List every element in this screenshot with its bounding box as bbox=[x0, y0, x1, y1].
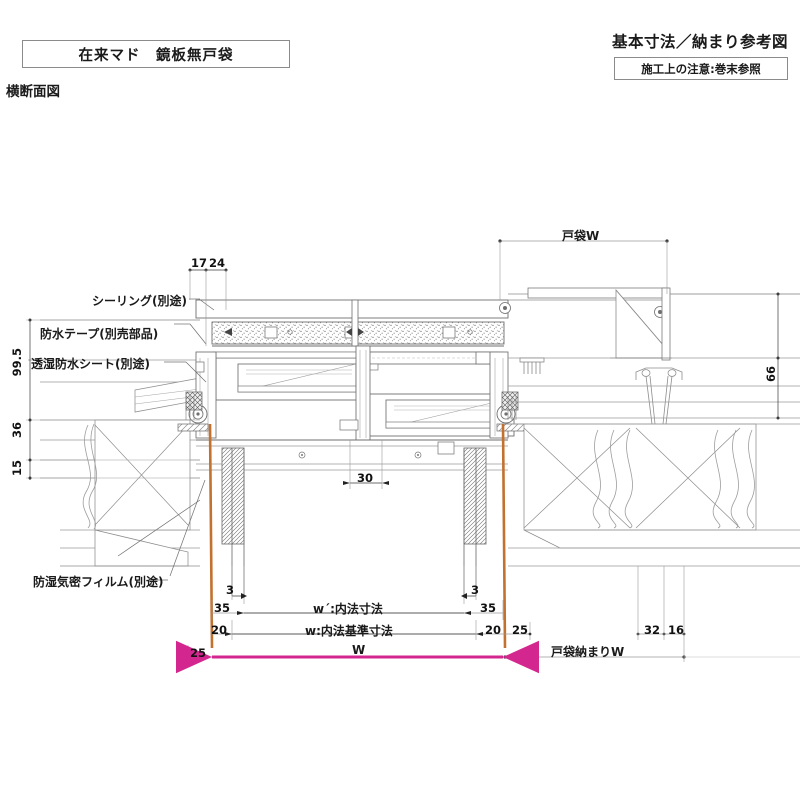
dim-35-right: 35 bbox=[480, 601, 497, 615]
view-type-label: 横断面図 bbox=[6, 84, 60, 100]
right-wall-assembly bbox=[508, 423, 800, 567]
sheet-title: 基本寸法／納まり参考図 bbox=[611, 33, 788, 51]
dimension-w-standard bbox=[212, 620, 532, 640]
construction-note-box: 施工上の注意:巻末参照 bbox=[614, 57, 788, 80]
dim-30: 30 bbox=[357, 471, 374, 485]
window-sash-lower bbox=[365, 393, 515, 437]
dim-35-left: 35 bbox=[214, 601, 231, 615]
dimension-w-prime bbox=[211, 600, 504, 620]
window-sill bbox=[196, 439, 508, 471]
annotation-vapor-sheet: 透湿防水シート(別途) bbox=[31, 357, 150, 371]
dimension-vertical-right bbox=[776, 292, 780, 420]
dimension-center-30 bbox=[342, 440, 390, 489]
dim-36: 36 bbox=[10, 422, 24, 439]
window-mullion bbox=[224, 299, 364, 347]
airtight-film-highlight bbox=[208, 423, 507, 649]
label-w-standard: w:内法基準寸法 bbox=[305, 624, 393, 638]
drawing-title-text: 在来マド 鏡板無戸袋 bbox=[78, 47, 234, 64]
shutter-case-assembly bbox=[508, 287, 800, 425]
label-tobukuro-w: 戸袋W bbox=[562, 229, 600, 243]
label-w-prime: w´:内法寸法 bbox=[313, 602, 383, 616]
label-w-overall: W bbox=[352, 643, 366, 657]
dimension-top-small bbox=[188, 268, 228, 346]
dimension-vertical-left bbox=[26, 318, 200, 480]
dim-32: 32 bbox=[644, 623, 661, 637]
dim-15: 15 bbox=[10, 460, 24, 477]
window-center-jamb bbox=[339, 345, 371, 441]
dim-16: 16 bbox=[668, 623, 685, 637]
window-sash-upper bbox=[215, 351, 365, 401]
construction-note-text: 施工上の注意:巻末参照 bbox=[641, 61, 761, 76]
dim-20-right: 20 bbox=[485, 623, 502, 637]
dimension-tobukuro-osamari-w bbox=[503, 640, 800, 662]
dim-99-5: 99.5 bbox=[10, 348, 24, 377]
interior-reveal-left bbox=[221, 447, 245, 596]
dimension-32-16 bbox=[636, 566, 686, 640]
dim-25-left: 25 bbox=[190, 646, 207, 660]
annotation-sealing: シーリング(別途) bbox=[92, 294, 187, 308]
window-sash-upper-right bbox=[365, 351, 499, 371]
dim-3-left: 3 bbox=[226, 583, 235, 597]
airtight-film-leader bbox=[117, 479, 206, 577]
dim-25-right: 25 bbox=[512, 623, 529, 637]
dim-17: 17 bbox=[191, 256, 208, 270]
dim-20-left: 20 bbox=[211, 623, 228, 637]
label-tobukuro-osamari-w: 戸袋納まりW bbox=[551, 645, 625, 659]
annotation-airtight-film: 防湿気密フィルム(別途) bbox=[33, 575, 164, 589]
dim-3-right: 3 bbox=[471, 583, 480, 597]
drawing-title-box: 在来マド 鏡板無戸袋 bbox=[22, 40, 290, 68]
interior-reveal-right bbox=[463, 447, 487, 596]
annotation-leaders bbox=[148, 298, 215, 581]
dimension-bottom-3 bbox=[231, 566, 477, 604]
left-wall-assembly bbox=[60, 377, 201, 567]
dim-24: 24 bbox=[209, 256, 226, 270]
dim-66: 66 bbox=[764, 366, 778, 383]
dimension-tobukuro-w bbox=[498, 239, 669, 300]
annotation-waterproof-tape: 防水テープ(別売部品) bbox=[40, 327, 159, 341]
